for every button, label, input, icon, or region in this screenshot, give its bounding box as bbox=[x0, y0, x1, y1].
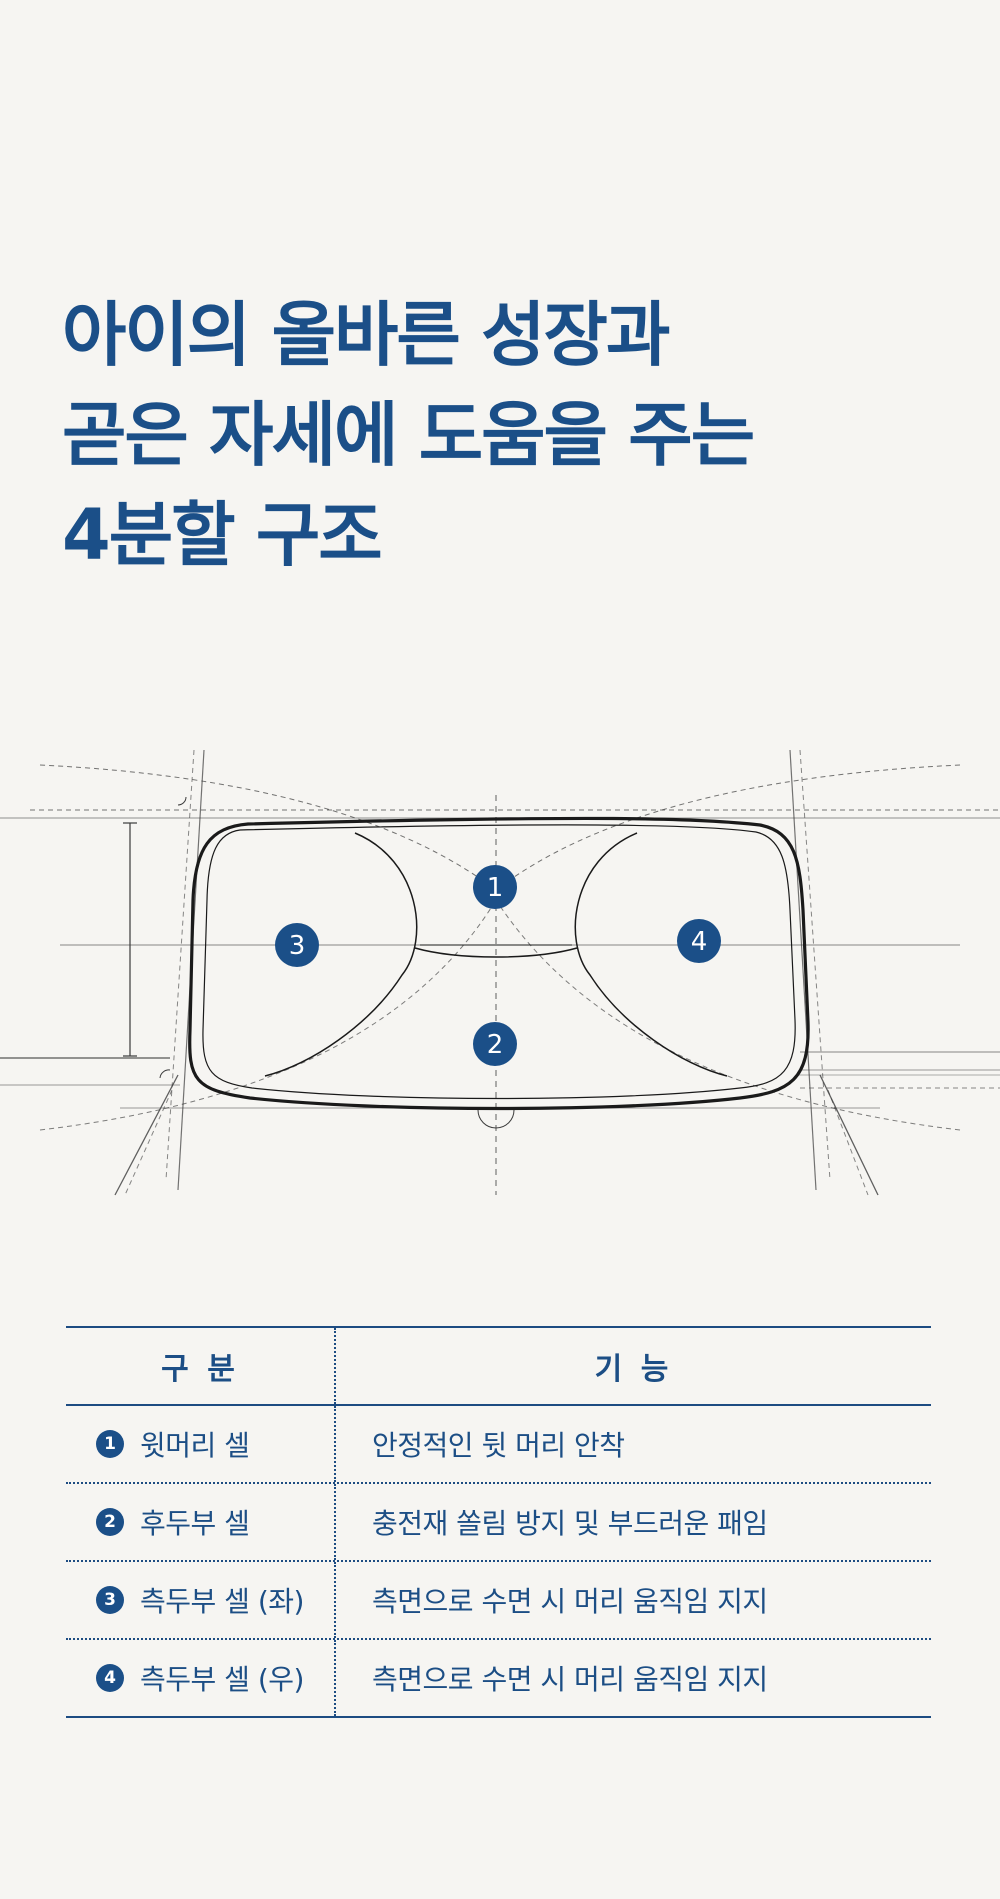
row-function-label: 충전재 쏠림 방지 및 부드러운 패임 bbox=[372, 1507, 768, 1540]
row-part-cell: 1 윗머리 셀 bbox=[66, 1406, 336, 1482]
headline-line-2: 곧은 자세에 도움을 주는 bbox=[62, 394, 755, 476]
row-part-cell: 2 후두부 셀 bbox=[66, 1484, 336, 1560]
row-function-label: 안정적인 뒷 머리 안착 bbox=[372, 1429, 625, 1462]
header-function: 기 능 bbox=[594, 1352, 673, 1387]
row-part-label: 후두부 셀 bbox=[140, 1507, 250, 1540]
row-number-badge: 3 bbox=[96, 1586, 124, 1614]
cell-marker-2-label: 2 bbox=[487, 1030, 504, 1060]
pillow-structure-diagram: 1 2 3 4 bbox=[0, 749, 1000, 1196]
cell-marker-4: 4 bbox=[677, 919, 721, 963]
row-part-cell: 4 측두부 셀 (우) bbox=[66, 1640, 336, 1716]
cell-marker-3: 3 bbox=[275, 923, 319, 967]
row-function-label: 측면으로 수면 시 머리 움직임 지지 bbox=[372, 1585, 768, 1618]
row-part-label: 측두부 셀 (좌) bbox=[140, 1585, 304, 1618]
headline-line-3: 4분할 구조 bbox=[62, 494, 383, 576]
headline: 아이의 올바른 성장과 곧은 자세에 도움을 주는 4분할 구조 bbox=[62, 285, 755, 585]
row-part-label: 윗머리 셀 bbox=[140, 1429, 250, 1462]
table-row: 1 윗머리 셀 안정적인 뒷 머리 안착 bbox=[66, 1406, 931, 1484]
cell-dividers bbox=[264, 832, 728, 1077]
row-number-badge: 4 bbox=[96, 1664, 124, 1692]
cell-marker-4-label: 4 bbox=[691, 927, 708, 957]
construction-guides bbox=[0, 749, 1000, 1196]
cell-marker-1: 1 bbox=[473, 865, 517, 909]
row-part-label: 측두부 셀 (우) bbox=[140, 1663, 304, 1696]
table-row: 3 측두부 셀 (좌) 측면으로 수면 시 머리 움직임 지지 bbox=[66, 1562, 931, 1640]
cell-marker-1-label: 1 bbox=[487, 873, 504, 903]
table-row: 4 측두부 셀 (우) 측면으로 수면 시 머리 움직임 지지 bbox=[66, 1640, 931, 1716]
headline-line-1: 아이의 올바른 성장과 bbox=[62, 294, 670, 376]
pillow-outline bbox=[188, 816, 810, 1111]
table-row: 2 후두부 셀 충전재 쏠림 방지 및 부드러운 패임 bbox=[66, 1484, 931, 1562]
header-category: 구 분 bbox=[66, 1328, 336, 1404]
table-header-row: 구 분 기 능 bbox=[66, 1328, 931, 1406]
cell-marker-2: 2 bbox=[473, 1022, 517, 1066]
row-function-label: 측면으로 수면 시 머리 움직임 지지 bbox=[372, 1663, 768, 1696]
row-part-cell: 3 측두부 셀 (좌) bbox=[66, 1562, 336, 1638]
row-number-badge: 2 bbox=[96, 1508, 124, 1536]
row-number-badge: 1 bbox=[96, 1430, 124, 1458]
cell-marker-3-label: 3 bbox=[289, 931, 306, 961]
function-table: 구 분 기 능 1 윗머리 셀 안정적인 뒷 머리 안착 2 후두부 셀 충전재… bbox=[66, 1326, 931, 1718]
